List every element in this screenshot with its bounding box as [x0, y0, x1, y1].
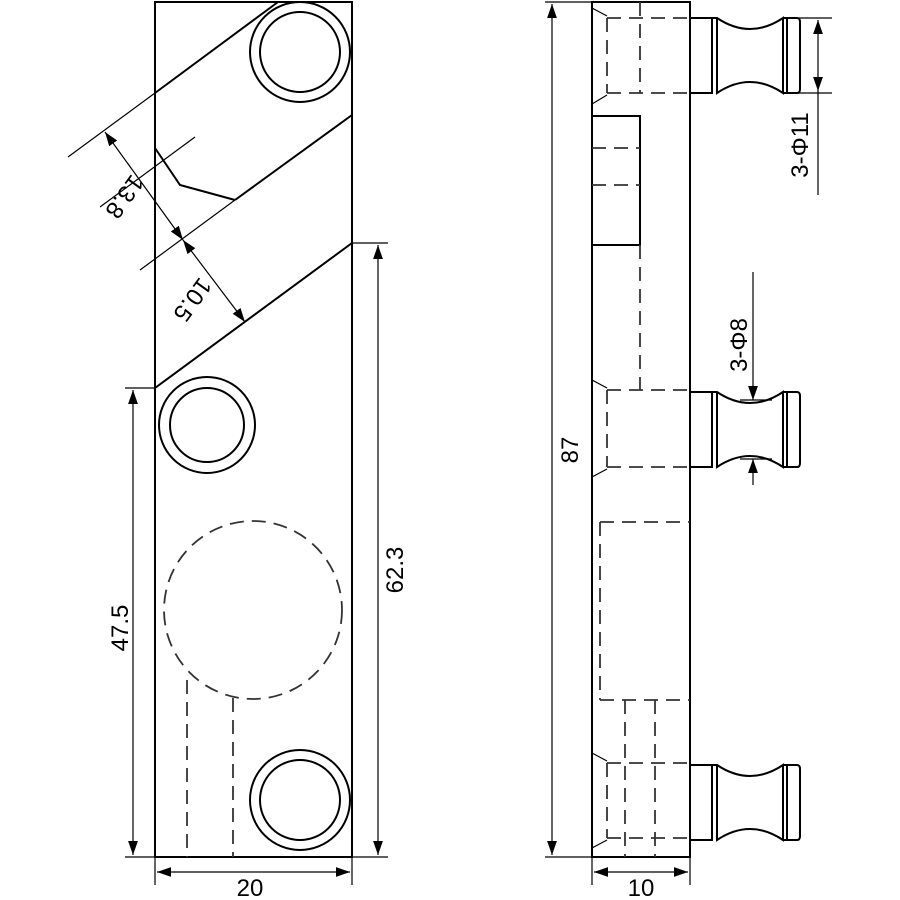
diagonal-top	[154, 1, 279, 94]
hole-middle	[158, 376, 256, 474]
diagonal-middle	[234, 114, 353, 201]
notch	[154, 147, 236, 201]
hidden-counterbore-middle	[591, 379, 690, 478]
front-view: 13.8 10.5 47.5 62.3 20	[67, 1, 409, 900]
side-body-outline	[591, 1, 691, 858]
hole-bottom	[249, 749, 351, 851]
dim-line-slot-width	[104, 131, 184, 241]
hidden-bore	[163, 520, 343, 700]
dim-width: 20	[237, 875, 264, 900]
diagonal-bottom	[154, 242, 353, 389]
side-view: 87 10 3-Φ11 3-Φ8	[545, 1, 832, 900]
hole-top	[249, 1, 351, 103]
hidden-counterbore-bottom	[591, 752, 690, 849]
dim-total-height: 87	[557, 437, 584, 464]
dim-slot-gap: 10.5	[167, 273, 216, 327]
dim-thickness: 10	[628, 875, 655, 900]
dim-peg-head-diameter: 3-Φ11	[787, 112, 814, 177]
dim-height-lower: 47.5	[107, 605, 134, 652]
hidden-cavity	[599, 521, 690, 857]
peg-top	[690, 16, 801, 95]
dim-peg-neck-diameter: 3-Φ8	[726, 318, 753, 372]
dim-line-slot-gap	[182, 239, 246, 323]
peg-middle	[690, 390, 801, 469]
hidden-counterbore-top	[591, 2, 690, 105]
peg-bottom	[690, 763, 801, 842]
front-body-outline	[154, 1, 353, 858]
dim-slot-width: 13.8	[99, 170, 148, 224]
dim-height-upper: 62.3	[382, 547, 409, 594]
slot-pocket	[591, 115, 641, 246]
